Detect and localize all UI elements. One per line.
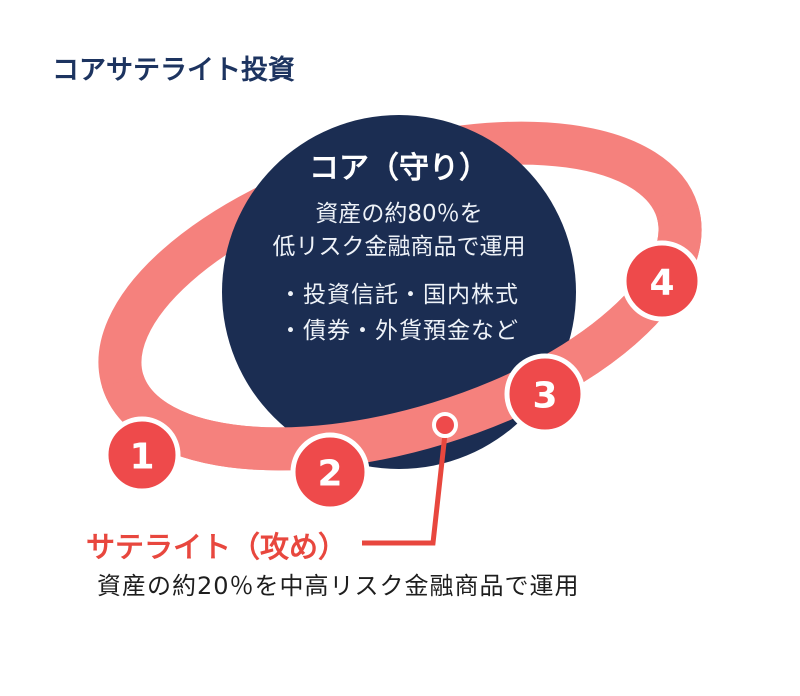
core-bullet-1: ・投資信託・国内株式	[279, 282, 519, 308]
orbit-marker-1: 1	[103, 416, 181, 494]
orbit-marker-2-label: 2	[317, 454, 342, 495]
orbit-marker-1-label: 1	[129, 437, 154, 478]
orbit-marker-4: 4	[621, 240, 703, 322]
satellite-connector-line	[362, 433, 448, 546]
satellite-dot	[432, 412, 458, 438]
core-description-line1: 資産の約80％を	[315, 201, 483, 227]
orbit-marker-3: 3	[504, 353, 586, 435]
page-title: コアサテライト投資	[52, 55, 295, 86]
core-circle	[222, 115, 576, 469]
core-heading: コア（守り）	[309, 151, 489, 186]
satellite-description: 資産の約20％を中高リスク金融商品で運用	[97, 572, 580, 600]
orbit-marker-3-label: 3	[532, 376, 557, 417]
orbit-marker-2: 2	[290, 432, 370, 512]
core-description-line2: 低リスク金融商品で運用	[272, 234, 526, 260]
core-bullet-2: ・債券・外貨預金など	[279, 318, 519, 344]
satellite-heading: サテライト（攻め）	[86, 530, 348, 564]
orbit-marker-4-label: 4	[649, 263, 674, 304]
